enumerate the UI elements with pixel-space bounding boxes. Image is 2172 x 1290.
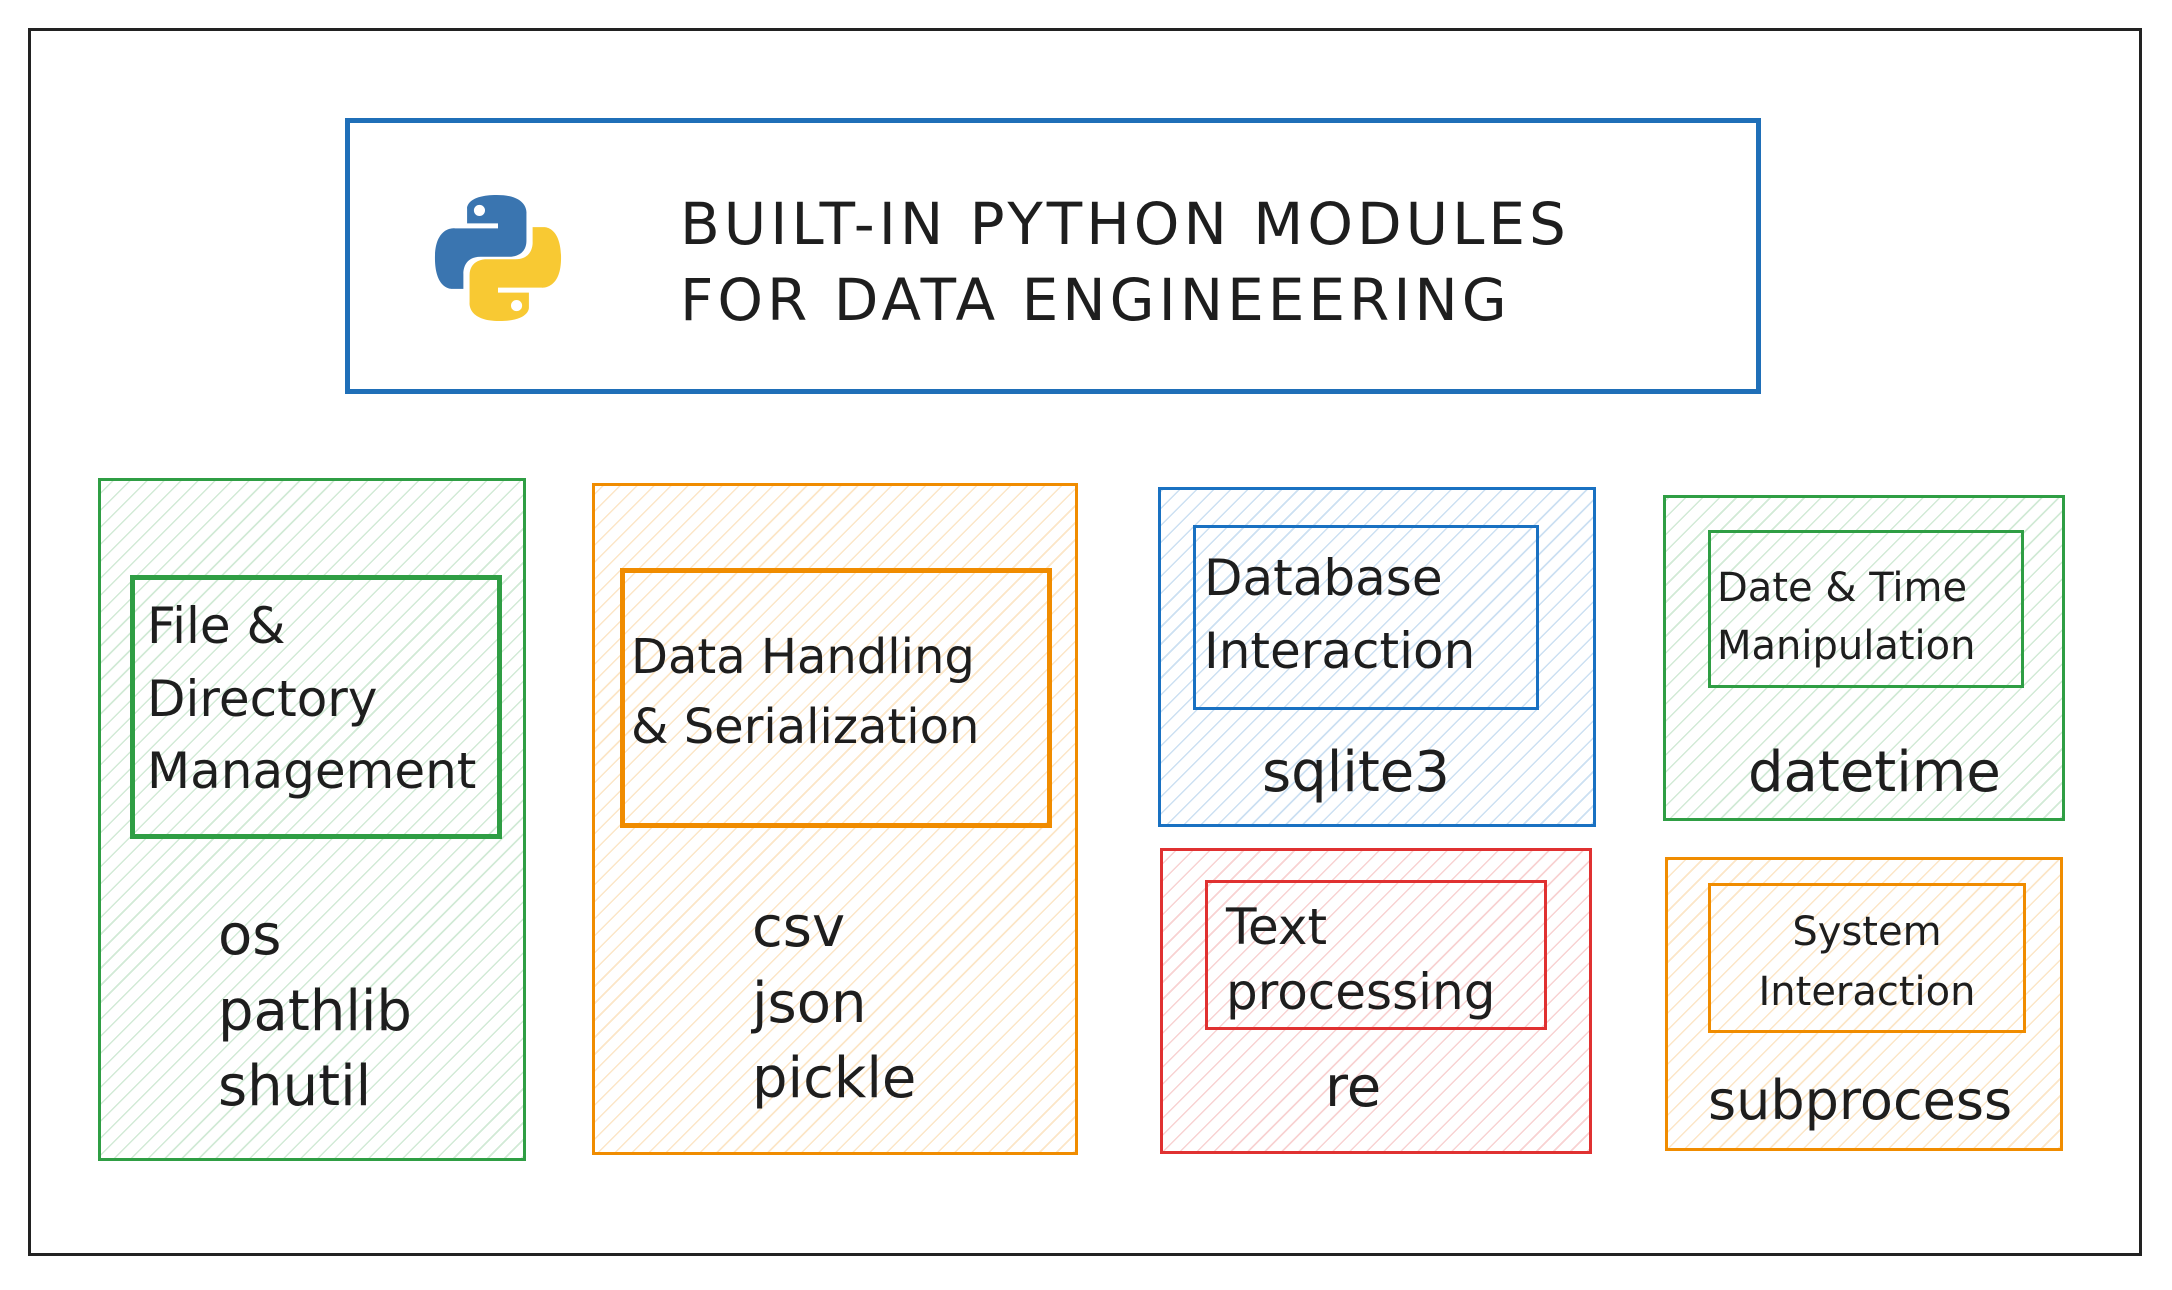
title-line-2: FOR DATA ENGINEEERING [680,266,1511,334]
category-title-box: Date & Time Manipulation [1708,530,2024,688]
title-line-1: BUILT-IN PYTHON MODULES [680,190,1570,258]
module-list: datetime [1748,740,2001,805]
module-list: re [1325,1055,1382,1120]
category-title-box: Database Interaction [1193,525,1539,710]
canvas-frame [28,28,2142,1256]
category-title: Date & Time Manipulation [1717,565,1976,669]
category-title: Text processing [1226,898,1496,1021]
module-list: csv json pickle [752,895,917,1112]
category-title: File & Directory Management [147,597,477,800]
category-title: Data Handling & Serialization [631,629,980,755]
category-title-box: Data Handling & Serialization [620,568,1052,828]
category-title: Database Interaction [1204,549,1476,680]
module-list: subprocess [1708,1069,2013,1132]
category-card-date-time [1663,495,2065,821]
category-title-box: System Interaction [1708,883,2026,1033]
python-logo-icon [434,194,562,322]
title-box [345,118,1761,394]
module-list: os pathlib shutil [218,903,412,1120]
category-card-text-processing [1160,848,1592,1154]
category-card-data-handling [592,483,1078,1155]
category-card-database [1158,487,1596,827]
category-title-box: Text processing [1205,880,1547,1030]
category-card-file-directory [98,478,526,1161]
module-list: sqlite3 [1262,740,1450,805]
category-title: System Interaction [1758,909,1976,1015]
category-card-system [1665,857,2063,1151]
category-title-box: File & Directory Management [130,575,502,839]
